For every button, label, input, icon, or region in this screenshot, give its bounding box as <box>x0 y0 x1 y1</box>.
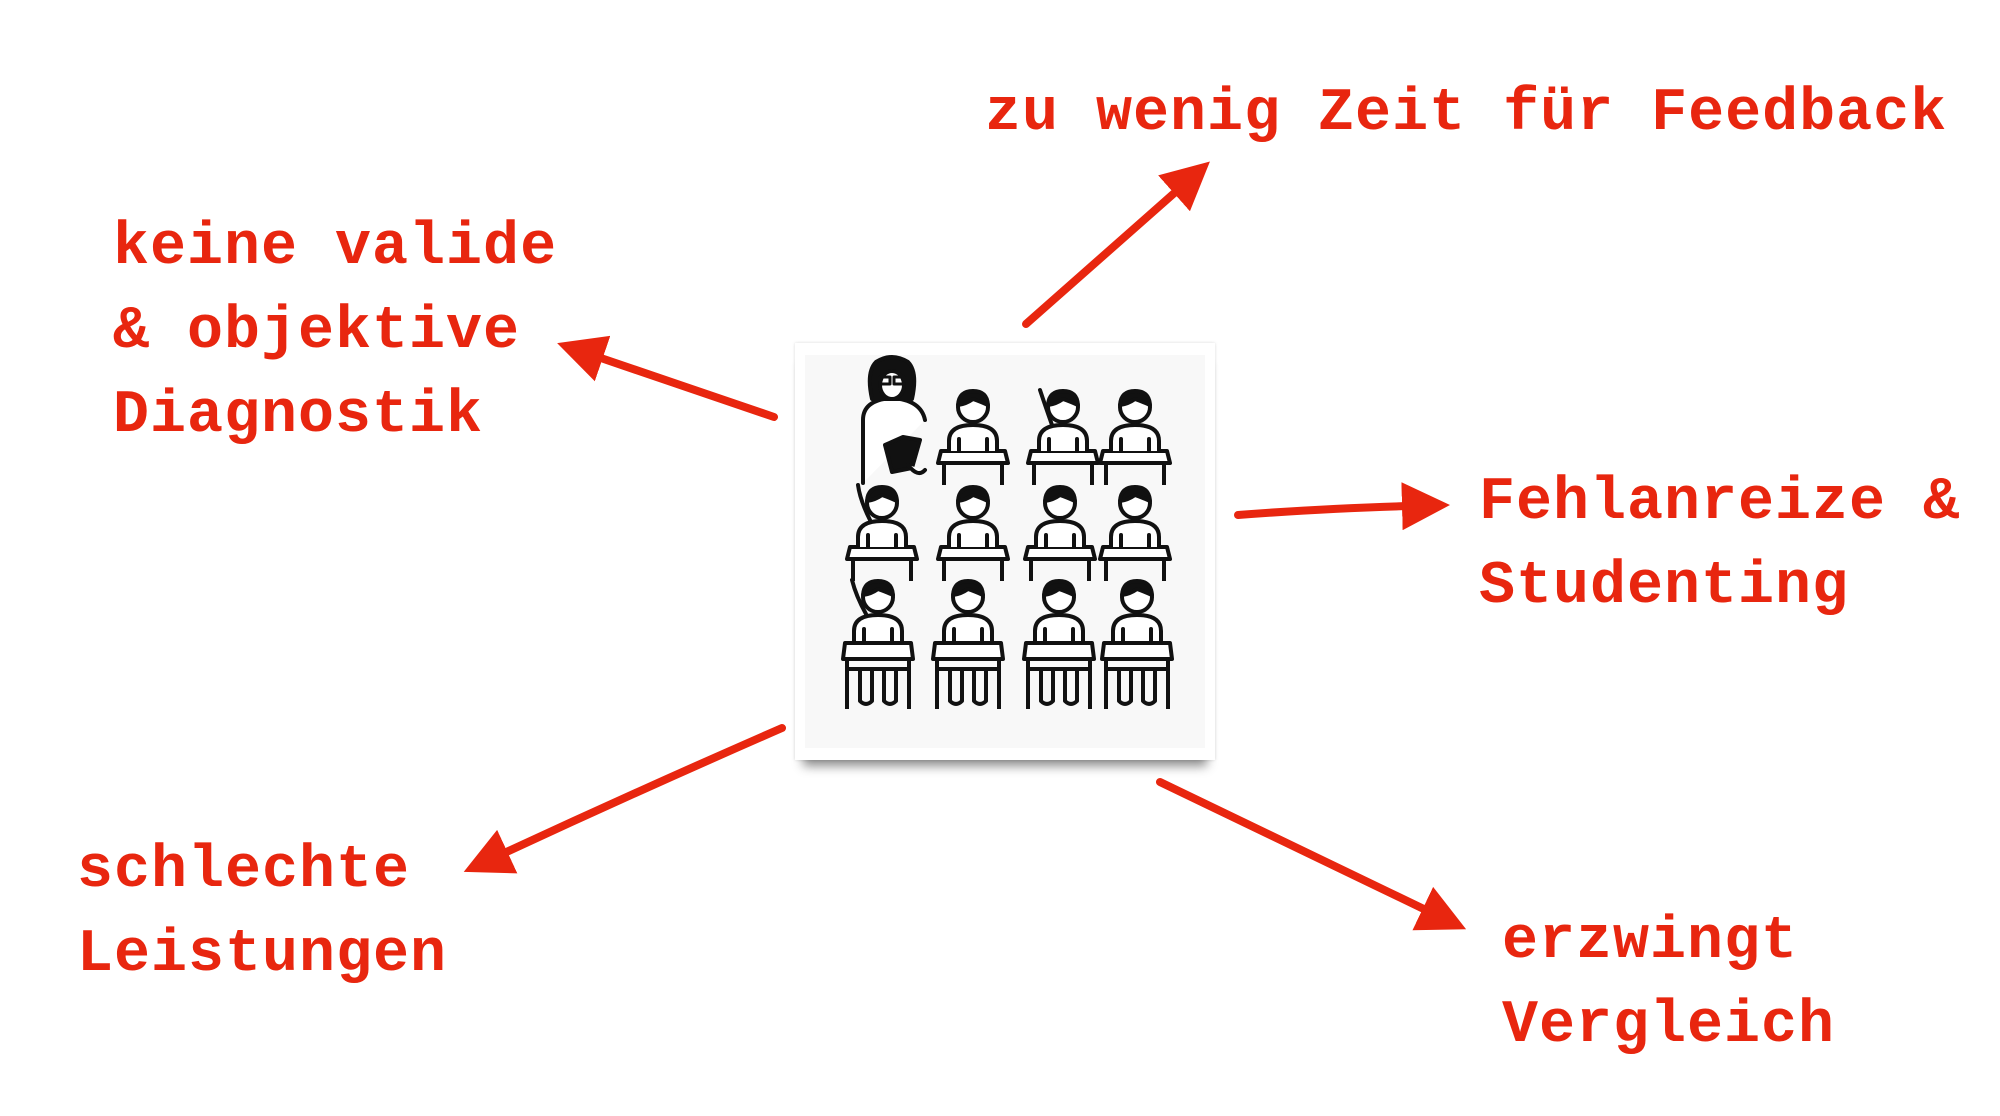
arrow-to-leistungen <box>463 724 786 874</box>
student-row-1 <box>936 388 1172 487</box>
label-line: Fehlanreize & <box>1479 469 1961 537</box>
label-line: erzwingt <box>1502 908 1799 976</box>
label-diagnostik: keine valide & objektive Diagnostik <box>113 206 557 458</box>
label-fehlanreize: Fehlanreize & Studenting <box>1479 461 1960 629</box>
label-line: zu wenig Zeit für Feedback <box>985 80 1948 148</box>
classroom-teacher-students-icon <box>841 355 1174 711</box>
classroom-picture <box>795 343 1215 760</box>
label-line: Vergleich <box>1502 992 1836 1060</box>
label-line: schlechte <box>77 837 411 905</box>
label-feedback: zu wenig Zeit für Feedback <box>985 72 1947 156</box>
label-vergleich: erzwingt Vergleich <box>1502 900 1835 1068</box>
label-line: Studenting <box>1479 553 1850 621</box>
student-row-2 <box>845 483 1172 583</box>
arrow-to-fehlanreize <box>1234 482 1450 531</box>
label-line: Diagnostik <box>113 382 484 450</box>
label-line: Leistungen <box>77 921 448 989</box>
label-line: & objektive <box>113 298 521 366</box>
teacher-figure <box>861 355 927 485</box>
arrow-to-feedback <box>1022 161 1210 328</box>
arrow-to-vergleich <box>1156 778 1467 931</box>
label-leistungen: schlechte Leistungen <box>77 829 447 997</box>
student-row-3 <box>841 578 1174 711</box>
label-line: keine valide <box>113 214 558 282</box>
arrow-to-diagnostik <box>557 335 778 421</box>
